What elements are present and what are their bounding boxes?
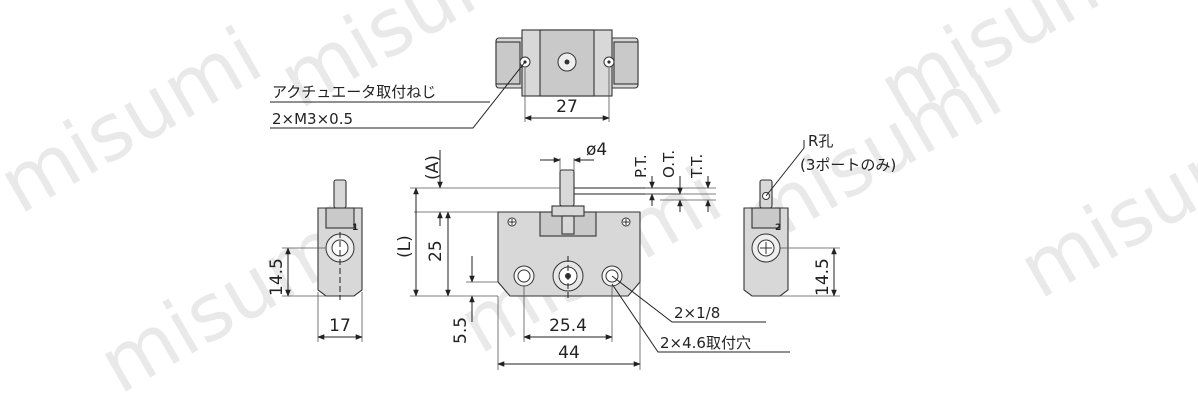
plunger-head [551, 205, 585, 217]
left-view: 1 14.5 17 [267, 179, 363, 342]
ot-label: O.T. [660, 150, 678, 178]
roller-stem [559, 169, 575, 207]
left-roller-stem [333, 179, 347, 209]
actuator-thread-spec: 2×M3×0.5 [272, 110, 353, 128]
front-view: ø4 P.T. O.T. T.T. (A) (L) 25 5.5 [395, 140, 790, 370]
front-base-dim: 5.5 [451, 317, 471, 344]
right-view: 2 14.5 R孔 (3ポートのみ) [743, 132, 896, 297]
mount-hole-left-inner [517, 269, 531, 283]
port-leader-line [611, 275, 766, 323]
pt-label: P.T. [632, 154, 650, 178]
left-height-dim: 14.5 [267, 258, 287, 296]
dim-l: (L) [395, 235, 415, 258]
r-hole-leader-line [765, 140, 805, 197]
mount-leader-line [611, 283, 790, 353]
r-hole-label: R孔 [808, 132, 833, 150]
dim-a: (A) [423, 155, 443, 180]
left-top-block [325, 207, 355, 229]
watermark-1: misumi [0, 11, 277, 232]
watermark-6: misumi [1005, 96, 1198, 317]
r-hole-note: (3ポートのみ) [800, 156, 896, 174]
top-view-center-block [539, 29, 595, 97]
front-width-dim: 44 [558, 343, 580, 363]
top-thread-hole-right-center [607, 60, 611, 64]
thread-leader-line [270, 61, 526, 129]
front-screw-left [507, 217, 517, 227]
right-top-block [751, 207, 781, 229]
left-width-dim: 17 [329, 316, 351, 336]
port-label: 2×1/8 [674, 304, 720, 322]
roller-dim: ø4 [586, 140, 607, 160]
front-pitch-dim: 25.4 [549, 316, 587, 336]
left-port-number: 1 [352, 223, 358, 233]
top-width-dim: 27 [556, 97, 578, 117]
plunger-shaft [561, 215, 575, 235]
actuator-thread-label: アクチュエータ取付ねじ [272, 83, 436, 101]
top-plunger-center [564, 59, 570, 65]
top-view: 27 アクチュエータ取付ねじ 2×M3×0.5 [270, 29, 639, 129]
top-view-right-block [613, 41, 639, 85]
top-view-left-block [495, 41, 521, 85]
right-height-dim: 14.5 [813, 258, 833, 296]
tt-label: T.T. [688, 154, 706, 179]
mount-label: 2×4.6取付穴 [660, 334, 751, 352]
front-screw-right [621, 217, 631, 227]
front-height-dim: 25 [426, 240, 446, 262]
right-port-number: 2 [775, 223, 781, 233]
